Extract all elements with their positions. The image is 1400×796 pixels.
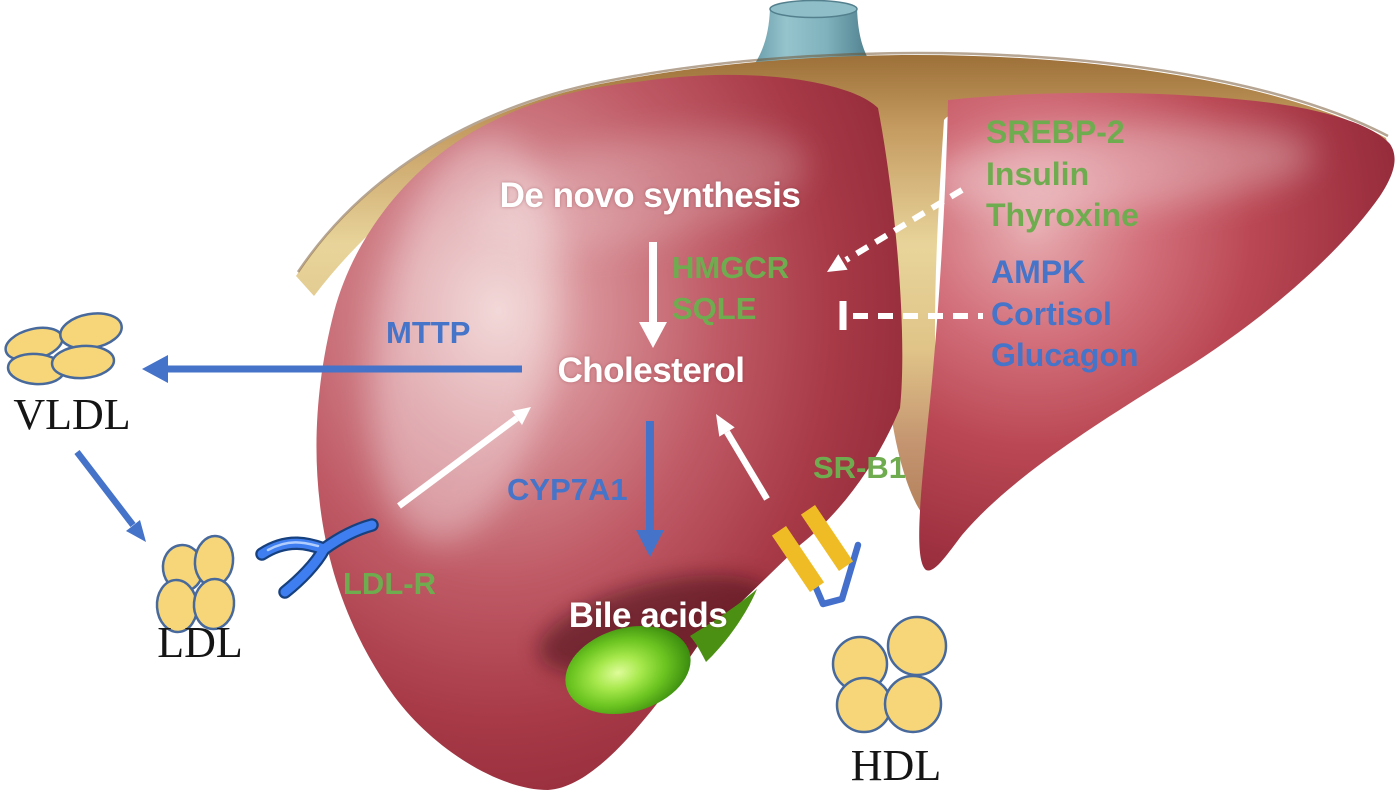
arrow-ldl-to-cholesterol [397,407,531,509]
arrow-cholesterol-to-bile-acids [636,421,664,557]
insulin-label: Insulin [986,155,1090,192]
srb1-bracket [810,541,862,608]
right-lobe-highlights [925,123,1315,213]
vldl-label: VLDL [13,390,131,439]
falciform-ligament [296,51,1392,530]
liver-top-outline [296,51,1389,273]
vldl-particles [4,312,123,386]
hdl-label: HDL [850,741,942,790]
ldl-receptor [255,518,379,599]
srb1-transporter [771,505,862,608]
inhibitor-list: AMPK Cortisol Glucagon [991,252,1139,377]
de-novo-synthesis-label: De novo synthesis [499,176,801,215]
glucagon-label: Glucagon [991,337,1139,373]
cholesterol-label: Cholesterol [557,351,745,390]
gallbladder [565,589,757,715]
ldl-label: LDL [157,618,243,667]
dashed-arrow-srebp2-to-hmgcr [827,187,964,272]
thyroxine-label: Thyroxine [986,197,1139,233]
stimulator-list: SREBP-2 Insulin Thyroxine [986,112,1139,237]
hdl-particles [831,615,948,734]
arrow-mttp-to-vldl [142,355,522,383]
ldl-particles [155,534,236,634]
srb1-label: SR-B1 [813,450,907,485]
mttp-label: MTTP [386,315,471,350]
ampk-label: AMPK [991,254,1086,290]
arrow-hdl-to-cholesterol [716,414,770,501]
dashed-inhibition-ampk-to-cholesterol [839,301,983,330]
sqle-label: SQLE [672,291,757,326]
cyp7a1-label: CYP7A1 [507,472,628,507]
arrow-vldl-to-ldl [74,450,146,542]
hmgcr-label: HMGCR [672,250,790,285]
cortisol-label: Cortisol [991,295,1112,332]
arrow-de-novo-to-cholesterol [639,242,667,348]
srebp2-label: SREBP-2 [986,114,1125,150]
ldl-receptor-label: LDL-R [343,566,436,601]
bile-acids-label: Bile acids [568,596,728,635]
